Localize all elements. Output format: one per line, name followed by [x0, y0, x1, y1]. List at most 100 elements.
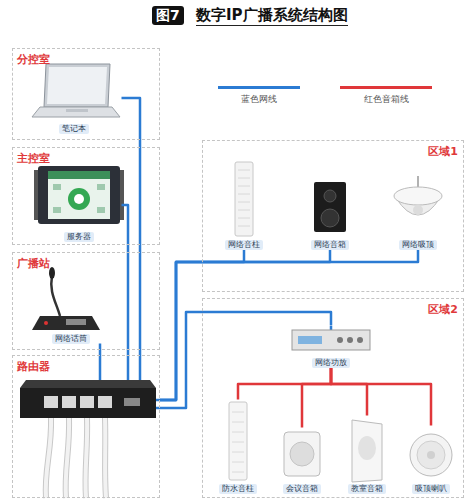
- room-box: 路由器: [12, 355, 160, 498]
- server-picture-part: [48, 171, 110, 219]
- device: 网络音箱: [300, 172, 360, 250]
- microphone-picture-part: [66, 319, 86, 325]
- box-speaker-picture-part: [321, 209, 339, 227]
- router-picture-part: [62, 396, 76, 408]
- router-picture-part: [66, 418, 70, 498]
- router-picture-part: [85, 418, 87, 498]
- device-label: 网络吸顶: [399, 240, 437, 250]
- router-picture-part: [44, 396, 58, 408]
- meeting-speaker-picture: [284, 432, 320, 476]
- amplifier-picture-part: [337, 337, 343, 343]
- zone-heading: 区域2: [428, 302, 458, 317]
- router-picture-part: [66, 418, 70, 498]
- legend-item: 红色音箱线: [340, 86, 432, 106]
- device-label: 防水音柱: [219, 484, 257, 494]
- room-heading: 广播站: [17, 256, 50, 271]
- speaker-cable: [331, 368, 367, 416]
- device-label: 网络音柱: [225, 240, 263, 250]
- network-cable: [160, 250, 330, 401]
- amplifier-picture-part: [357, 337, 363, 343]
- device-label: 笔记本: [59, 124, 89, 134]
- server-picture-part: [53, 184, 61, 190]
- amplifier-picture-part: [330, 326, 333, 330]
- laptop-picture-part: [44, 64, 110, 107]
- meeting-speaker-picture-part: [290, 442, 314, 466]
- microphone-picture-part: [44, 321, 48, 325]
- network-cable: [122, 98, 141, 355]
- ceiling-speaker-picture: [394, 176, 442, 215]
- device: 会议音箱: [272, 428, 332, 494]
- ceiling-horn-picture-part: [410, 434, 452, 476]
- box-speaker-picture-part: [324, 190, 336, 202]
- router-picture: [20, 355, 160, 498]
- device: 防水音柱: [210, 400, 266, 494]
- server-picture-part: [74, 194, 84, 204]
- zone-heading: 区域1: [428, 144, 458, 159]
- microphone-picture: [32, 267, 100, 330]
- waterproof-column-picture-part: [232, 412, 244, 472]
- network-cable: [160, 312, 331, 408]
- device: 网络吸顶: [384, 172, 452, 250]
- server-picture: [34, 166, 124, 224]
- diagram-title: 数字IP广播系统结构图: [196, 6, 348, 26]
- ceiling-horn-picture-part: [427, 451, 435, 459]
- device-label: 网络话筒: [52, 334, 90, 344]
- waterproof-column-picture: [229, 402, 247, 480]
- device-label: 教室音箱: [348, 484, 386, 494]
- classroom-speaker-picture: [352, 420, 382, 482]
- router-picture-part: [98, 396, 112, 408]
- laptop-picture-part: [32, 107, 120, 117]
- room-heading: 分控室: [17, 52, 50, 67]
- router-picture-part: [124, 398, 140, 406]
- column-speaker-picture: [235, 162, 253, 236]
- ceiling-speaker-picture-part: [413, 205, 423, 215]
- speaker-cable: [331, 368, 431, 426]
- legend-text: 蓝色网线: [241, 93, 277, 106]
- amplifier-picture-part: [347, 337, 353, 343]
- router-picture-part: [105, 418, 106, 498]
- device: 笔记本: [26, 62, 122, 134]
- device: 网络功放: [290, 326, 372, 368]
- legend-item: 蓝色网线: [218, 86, 300, 106]
- device-label: 网络音箱: [311, 240, 349, 250]
- room-box: 广播站网络话筒: [12, 252, 160, 350]
- room-box: 主控室服务器: [12, 147, 160, 245]
- classroom-speaker-picture-part: [358, 436, 376, 460]
- device: 服务器: [36, 162, 122, 242]
- amplifier-picture-part: [298, 336, 322, 344]
- room-box: 分控室笔记本: [12, 48, 160, 140]
- laptop-picture: [32, 64, 120, 117]
- room-heading: 路由器: [17, 359, 50, 374]
- router-picture-part: [46, 418, 51, 498]
- zone-box: 区域2 网络功放防水音柱 会议音箱 教室音箱 吸顶喇叭: [202, 298, 464, 498]
- router-picture-part: [20, 388, 156, 418]
- speaker-cable: [238, 368, 331, 400]
- server-picture-part: [97, 207, 105, 213]
- room-heading: 主控室: [17, 151, 50, 166]
- ceiling-horn-picture-part: [417, 441, 445, 469]
- laptop-picture-part: [66, 109, 88, 112]
- device-label: 服务器: [64, 232, 94, 242]
- speaker-cable: [302, 368, 331, 428]
- device: 网络音柱: [214, 160, 274, 250]
- device: 吸顶喇叭: [402, 426, 460, 494]
- column-speaker-picture-part: [238, 170, 250, 226]
- figure-number: 图7: [152, 6, 184, 25]
- box-speaker-picture-part: [314, 182, 346, 232]
- legend-text: 红色音箱线: [364, 93, 409, 106]
- device-label: 会议音箱: [283, 484, 321, 494]
- network-cable: [122, 205, 129, 355]
- microphone-picture-part: [32, 316, 100, 330]
- box-speaker-picture: [314, 182, 346, 232]
- device-label: 吸顶喇叭: [412, 484, 450, 494]
- network-cable: [160, 250, 418, 401]
- microphone-picture-part: [51, 276, 60, 316]
- server-picture-part: [68, 188, 90, 210]
- device: 网络话筒: [28, 266, 114, 344]
- device: 教室音箱: [338, 416, 396, 494]
- server-picture-part: [97, 184, 105, 190]
- ceiling-horn-picture: [410, 434, 452, 476]
- legend-line-sample: [218, 86, 300, 89]
